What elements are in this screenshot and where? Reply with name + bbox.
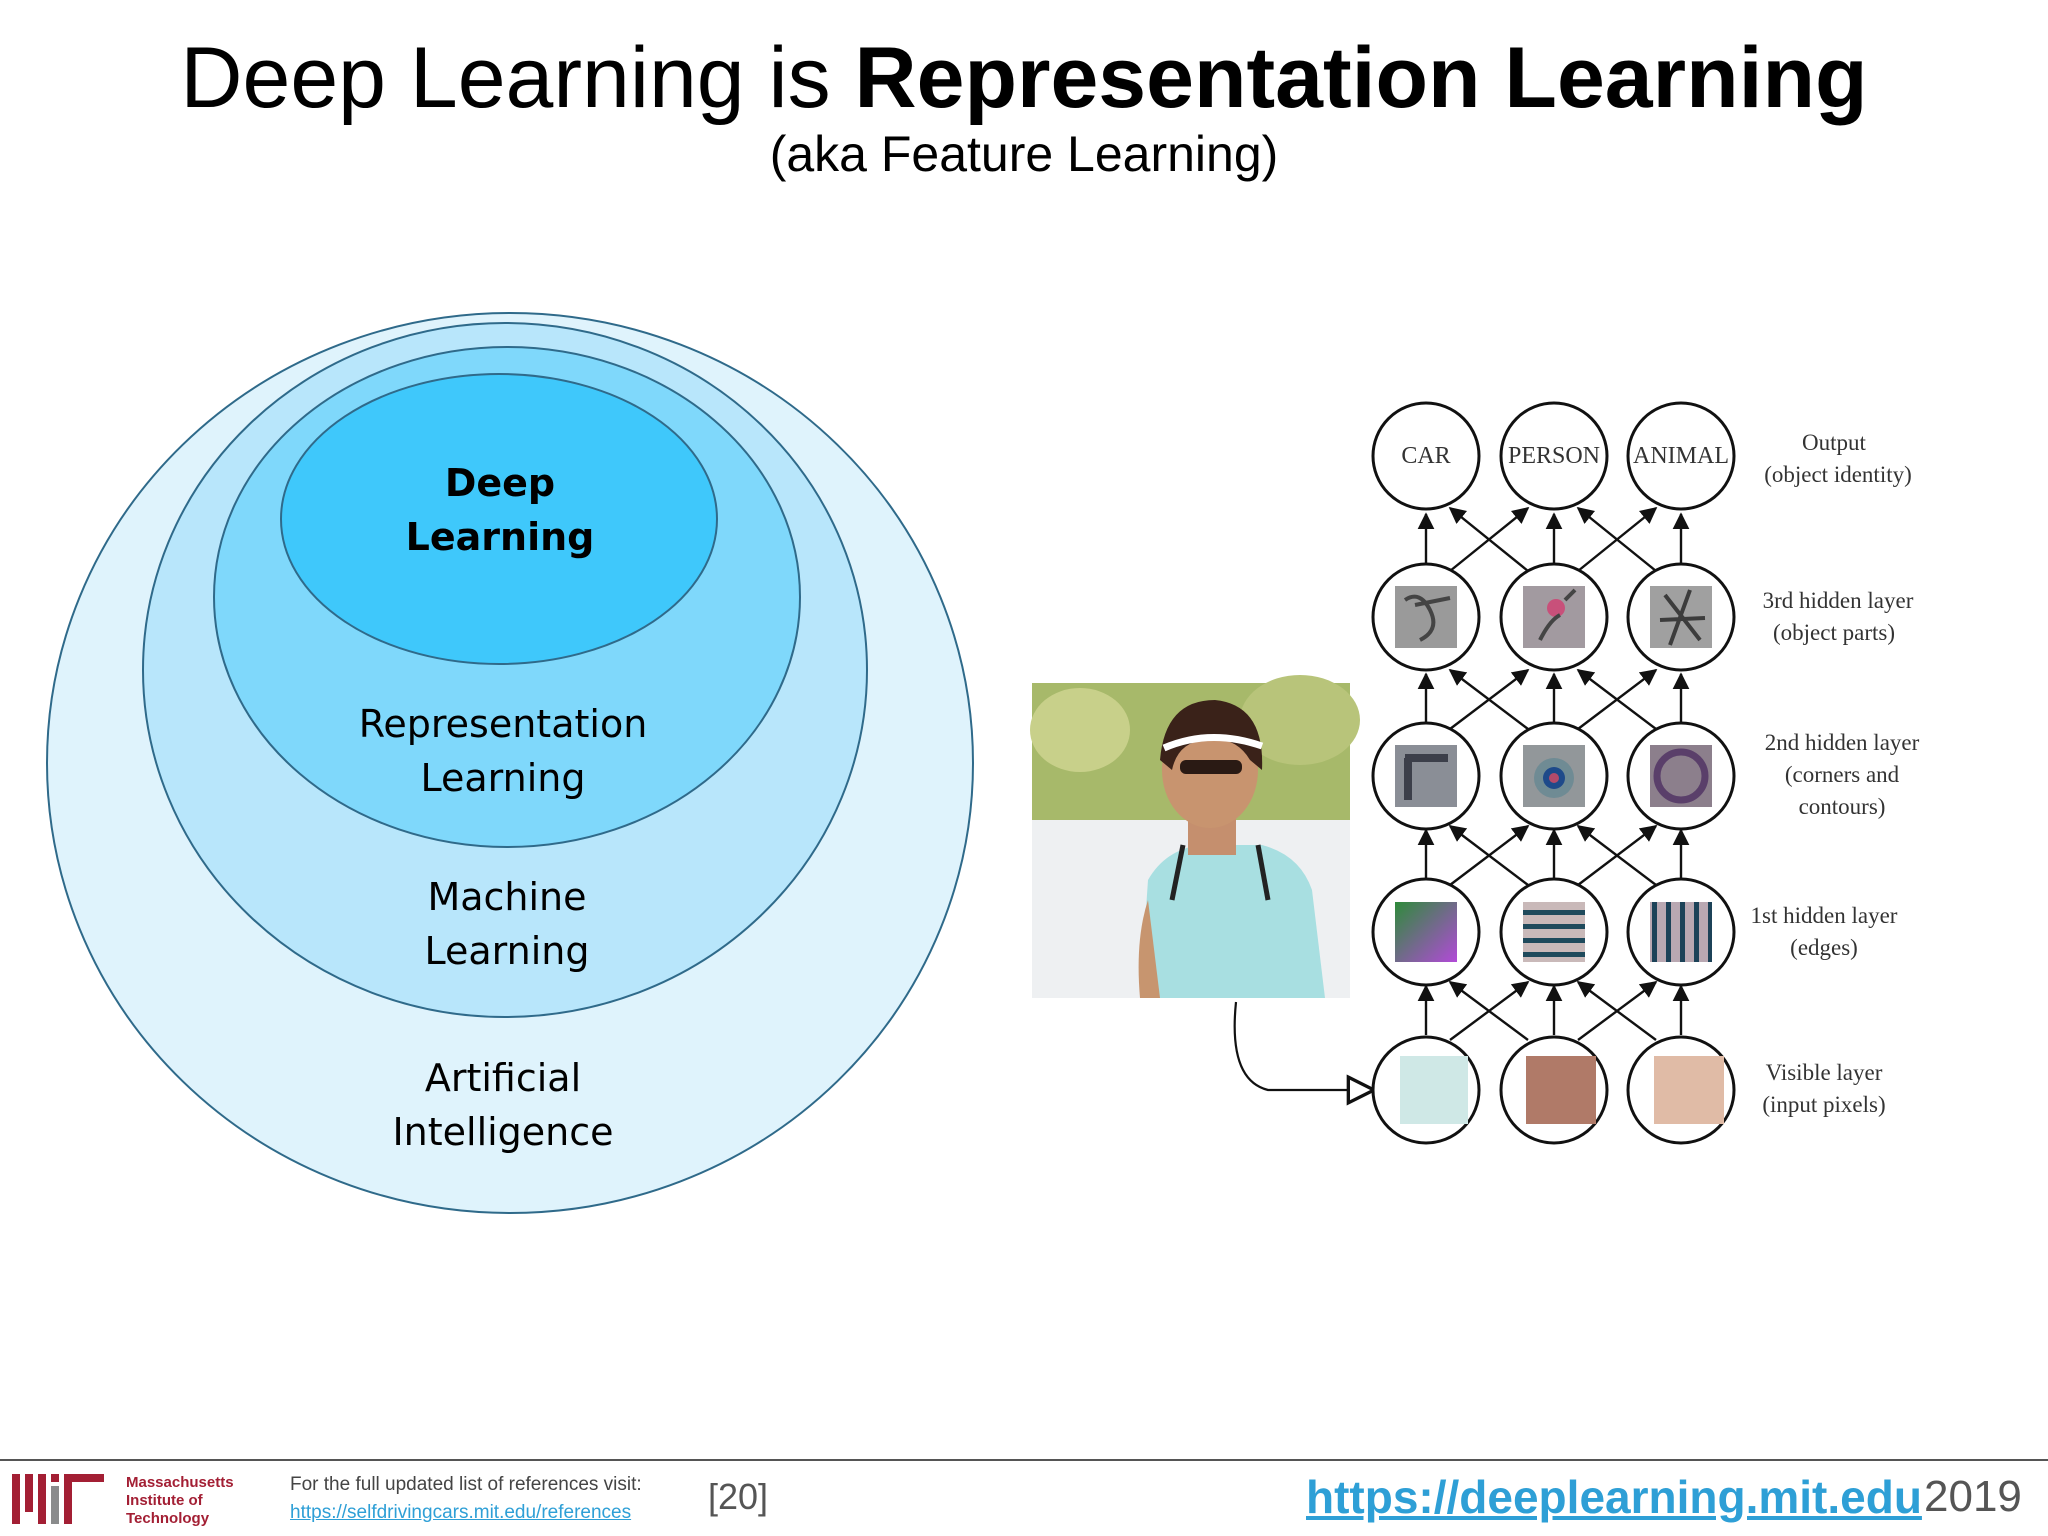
layer-label-vis-1: Visible layer	[1766, 1060, 1883, 1085]
references-link[interactable]: https://selfdrivingcars.mit.edu/referenc…	[290, 1502, 632, 1523]
slide-subtitle: (aka Feature Learning)	[769, 126, 1279, 182]
repr-label-2: Learning	[421, 756, 586, 800]
layer-label-output-1: Output	[1802, 430, 1867, 455]
pixel-swatch-3	[1654, 1056, 1724, 1124]
nested-circles	[46, 312, 974, 1214]
ml-label-2: Learning	[425, 929, 590, 973]
layer-label-h1-1: 1st hidden layer	[1751, 903, 1898, 928]
ml-label-1: Machine	[427, 875, 586, 919]
layer-label-h2-2: (corners and	[1785, 762, 1900, 787]
network-edges	[1417, 506, 1690, 1041]
footer-divider	[0, 1459, 2048, 1461]
input-photo	[1030, 675, 1360, 998]
deep-label-2: Learning	[406, 515, 595, 559]
h3-features	[1395, 586, 1712, 648]
slide-title: Deep Learning is Representation Learning	[0, 28, 2048, 128]
deep-circle	[280, 373, 718, 665]
title-prefix: Deep Learning is	[180, 30, 855, 126]
output-node-person	[1499, 401, 1609, 511]
footer-year: 2019	[1924, 1472, 2022, 1521]
output-label-car: CAR	[1401, 443, 1450, 469]
deep-label-1: Deep	[445, 461, 555, 505]
h2-features	[1395, 745, 1712, 807]
output-node-animal	[1626, 401, 1736, 511]
mit-wordmark: Massachusetts Institute of Technology	[126, 1474, 266, 1528]
reference-number: [20]	[708, 1476, 769, 1517]
mit-wordmark-line-2: Institute of	[126, 1492, 203, 1509]
photo-to-input-arrow	[1233, 1001, 1374, 1090]
mit-wordmark-line-3: Technology	[126, 1510, 210, 1527]
layer-label-h3-2: (object parts)	[1773, 620, 1895, 645]
ai-label-1: Artificial	[425, 1056, 581, 1100]
layer-label-output-2: (object identity)	[1764, 462, 1912, 487]
course-site-link[interactable]: https://deeplearning.mit.edu	[1306, 1471, 1922, 1523]
layer-label-h1-2: (edges)	[1790, 935, 1858, 960]
pixel-swatch-2	[1526, 1056, 1596, 1124]
layer-label-h3-1: 3rd hidden layer	[1763, 588, 1914, 613]
input-pixels	[1400, 1056, 1724, 1124]
pixel-swatch-1	[1400, 1056, 1468, 1124]
layer-label-vis-2: (input pixels)	[1762, 1092, 1885, 1117]
mit-wordmark-line-1: Massachusetts	[126, 1474, 234, 1491]
title-bold: Representation Learning	[854, 30, 1868, 126]
output-label-animal: ANIMAL	[1633, 443, 1729, 469]
repr-label-1: Representation	[359, 702, 648, 746]
output-node-car	[1371, 401, 1481, 511]
layer-label-h2-1: 2nd hidden layer	[1765, 730, 1920, 755]
references-label: For the full updated list of references …	[290, 1474, 642, 1495]
h1-features	[1395, 902, 1712, 962]
output-label-person: PERSON	[1508, 443, 1600, 469]
mit-logo	[12, 1474, 104, 1524]
layer-label-h2-3: contours)	[1799, 794, 1886, 819]
ai-label-2: Intelligence	[392, 1110, 613, 1154]
